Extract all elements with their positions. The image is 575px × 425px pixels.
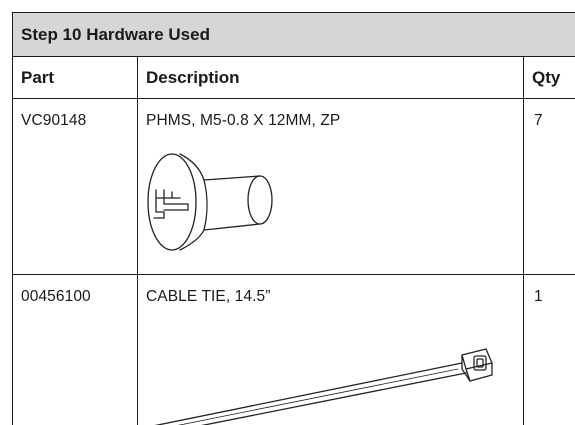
table-title: Step 10 Hardware Used: [11, 12, 575, 57]
cable-tie-icon: [154, 348, 493, 425]
header-part: Part: [12, 56, 138, 99]
hardware-table: Step 10 Hardware Used Part Description Q…: [11, 12, 575, 425]
quantity-cell: 1: [522, 274, 575, 425]
part-number: VC90148: [21, 112, 87, 129]
header-description: Description: [137, 56, 524, 99]
part-number: 00456100: [21, 288, 91, 305]
description-cell: PHMS, M5-0.8 X 12MM, ZP: [137, 98, 524, 275]
table-row: VC90148 PHMS, M5-0.8 X 12MM, ZP: [12, 98, 575, 275]
part-number-cell: 00456100: [12, 274, 138, 425]
quantity: 7: [534, 112, 543, 129]
table-title-row: Step 10 Hardware Used: [11, 12, 575, 57]
part-description: PHMS, M5-0.8 X 12MM, ZP: [146, 112, 341, 129]
table-header-row: Part Description Qty: [12, 56, 575, 99]
quantity: 1: [534, 288, 543, 305]
quantity-cell: 7: [522, 98, 575, 275]
part-description: CABLE TIE, 14.5”: [146, 288, 271, 305]
table-row: 00456100 CABLE TIE, 14.5” 1: [12, 274, 575, 425]
part-number-cell: VC90148: [12, 98, 138, 275]
header-qty: Qty: [522, 56, 575, 99]
description-cell: CABLE TIE, 14.5”: [137, 274, 524, 425]
pan-head-machine-screw-icon: [147, 153, 273, 251]
